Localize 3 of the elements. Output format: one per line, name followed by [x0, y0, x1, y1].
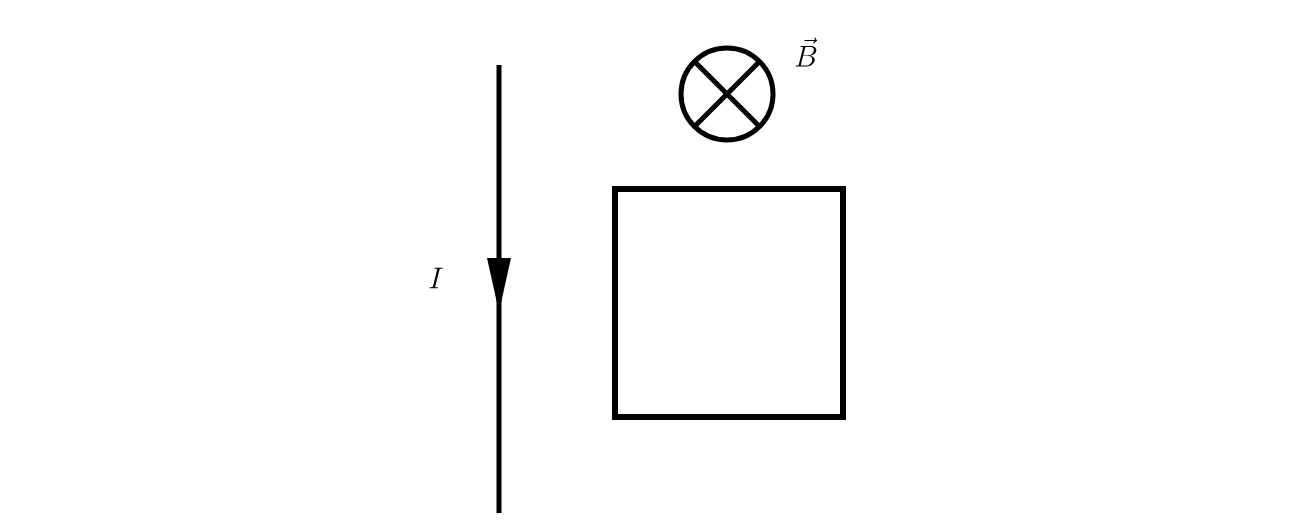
current-label: $I$ — [429, 267, 443, 289]
field-label: $\vec{B}$ — [795, 37, 818, 67]
square-loop — [612, 186, 846, 420]
